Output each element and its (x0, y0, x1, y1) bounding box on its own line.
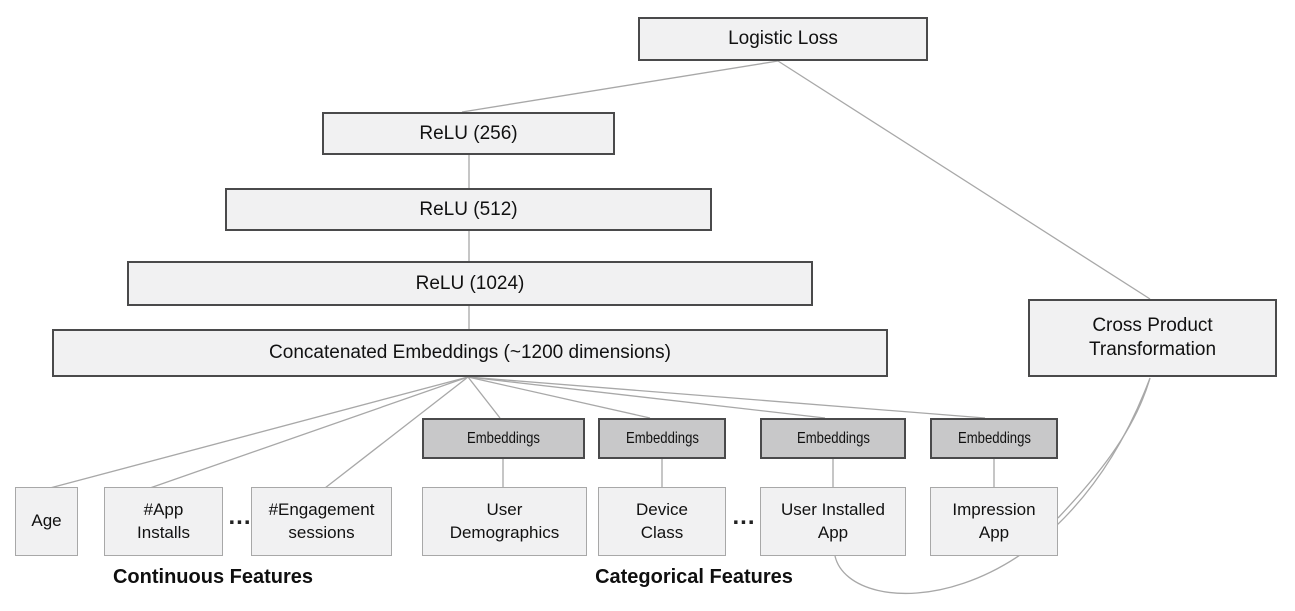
embeddings-box-3-label: Embeddings (796, 429, 870, 447)
label-categorical-features: Categorical Features (595, 566, 793, 588)
ellipsis-categorical: ... (732, 503, 756, 530)
embeddings-box-1-label: Embeddings (467, 429, 540, 447)
embeddings-box-1: Embeddings (422, 418, 585, 459)
feature-box-engagement-sessions: #Engagement sessions (251, 487, 392, 556)
feature-box-device-class: Device Class (598, 487, 726, 556)
node-relu-512: ReLU (512) (225, 188, 712, 231)
embeddings-box-3: Embeddings (760, 418, 906, 459)
ellipsis-continuous: ... (228, 503, 252, 530)
node-logistic-loss: Logistic Loss (638, 17, 928, 61)
embeddings-box-2: Embeddings (598, 418, 726, 459)
node-cross-product-transformation: Cross Product Transformation (1028, 299, 1277, 377)
label-continuous-features: Continuous Features (112, 566, 313, 588)
feature-box-age: Age (15, 487, 78, 556)
node-relu-1024: ReLU (1024) (127, 261, 813, 306)
embeddings-box-4: Embeddings (930, 418, 1058, 459)
feature-box-user-demographics: User Demographics (422, 487, 587, 556)
node-relu-256: ReLU (256) (322, 112, 615, 155)
feature-box-user-installed-app: User Installed App (760, 487, 906, 556)
feature-box-app-installs: #App Installs (104, 487, 223, 556)
node-concatenated-embeddings: Concatenated Embeddings (~1200 dimension… (52, 329, 888, 377)
embeddings-box-4-label: Embeddings (957, 429, 1031, 447)
feature-box-impression-app: Impression App (930, 487, 1058, 556)
embeddings-box-2-label: Embeddings (625, 429, 699, 447)
